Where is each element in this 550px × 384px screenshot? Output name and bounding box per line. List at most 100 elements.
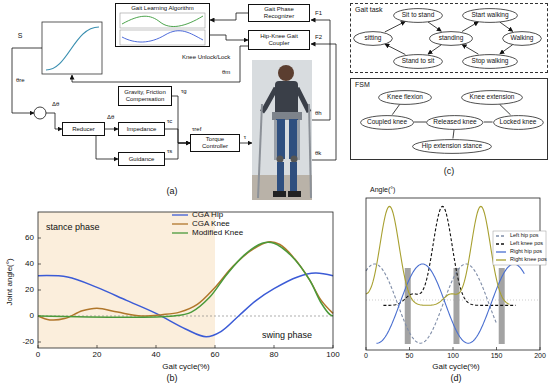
legend-text: Left knee pos — [510, 241, 543, 247]
legend-entry: Left hip pos — [496, 233, 538, 240]
tick-label: 20 — [93, 351, 102, 360]
ellipse-outline — [427, 115, 483, 129]
tick-label: 0 — [364, 352, 368, 360]
legend-line — [496, 235, 506, 236]
process-box: Guidance — [118, 152, 165, 166]
summing-junction — [34, 107, 46, 119]
legend-text: CGA Knee — [192, 220, 230, 228]
data-curve — [38, 273, 333, 337]
ellipse-outline — [430, 31, 473, 45]
tick-label: 50 — [406, 352, 414, 360]
tick — [97, 345, 98, 348]
signal-name: τref — [192, 126, 201, 133]
data-curve — [38, 242, 333, 320]
node-text: Guidance — [129, 156, 155, 163]
state-ellipse: Stop walking — [462, 54, 518, 69]
signal-name: θm — [222, 69, 230, 76]
state-ellipse: Locked knee — [493, 115, 544, 130]
arm — [297, 88, 309, 112]
signal-name: θre — [16, 77, 25, 84]
tick-label: -20 — [22, 338, 34, 347]
legend-entry: Right knee pos — [496, 257, 547, 264]
exo-knee — [277, 156, 284, 163]
tick-label: 200 — [534, 352, 546, 360]
tick — [38, 290, 41, 291]
axis-title: Angle(°) — [370, 186, 395, 194]
tick — [38, 238, 41, 239]
connector — [210, 13, 248, 20]
chart-d — [366, 198, 546, 350]
node-text: Knee extension — [470, 93, 515, 100]
ellipse-outline — [413, 139, 492, 153]
process-box: Impedance — [118, 122, 165, 136]
wire — [311, 44, 336, 160]
ellipse-outline — [394, 8, 443, 22]
node-text: Released knee — [433, 118, 476, 125]
legend-text: Modified Knee — [192, 229, 243, 237]
signal-name: τ — [244, 134, 246, 141]
tick-label: 80 — [270, 351, 279, 360]
connector — [165, 143, 190, 159]
tick-label: 40 — [152, 351, 161, 360]
legend-entry: Left knee pos — [496, 241, 543, 248]
node-text: Sit to stand — [402, 11, 435, 18]
connector — [414, 122, 426, 123]
connector — [462, 44, 478, 54]
ellipse-outline — [463, 54, 518, 68]
group-box: Gait tasksittingSit to standstandingStan… — [350, 3, 548, 73]
node-text: Stop walking — [472, 57, 509, 64]
phase-bar — [499, 268, 505, 344]
ellipse-outline — [493, 115, 543, 129]
panel-tag: (d) — [451, 374, 462, 384]
legend-line — [172, 230, 190, 236]
panel-tag: (b) — [167, 374, 178, 384]
exo-bar — [297, 120, 300, 160]
tick-label: 0 — [30, 312, 34, 321]
wire — [72, 46, 248, 82]
exo-knee — [291, 156, 298, 163]
connector — [500, 45, 513, 54]
plot-frame — [42, 22, 102, 74]
node-text: Walking — [511, 34, 534, 41]
tick — [215, 345, 216, 348]
signal-name: θh — [315, 110, 322, 117]
legend-line — [496, 249, 508, 255]
state-ellipse: sitting — [353, 31, 393, 46]
legend-entry: CGA Hip — [172, 210, 223, 220]
tick-label: 100 — [326, 351, 339, 360]
state-ellipse: Start walking — [462, 8, 518, 23]
connector — [428, 45, 441, 54]
tick-label: 40 — [25, 260, 34, 269]
legend-box — [493, 231, 546, 265]
tick — [496, 347, 497, 350]
connector — [453, 129, 454, 138]
legend-entry: Right hip pos — [496, 249, 542, 256]
state-ellipse: Sit to stand — [393, 8, 443, 23]
stance-shading — [38, 212, 215, 348]
state-ellipse: Walking — [502, 31, 542, 46]
node-text: Gait Phase Recognizer — [251, 6, 307, 19]
data-curve — [366, 206, 510, 305]
photo-ground — [252, 60, 312, 200]
shank — [290, 162, 297, 192]
signal-name: S — [18, 32, 23, 40]
group-title: Gait task — [355, 6, 383, 14]
legend-line — [172, 221, 190, 227]
mini-plot — [120, 13, 205, 28]
tick — [409, 347, 410, 350]
process-box: Gait Learning Algorithm — [115, 3, 210, 47]
node-text: Hip-Knee Gait Coupler — [251, 33, 307, 46]
wire — [12, 48, 42, 113]
tick — [156, 345, 157, 348]
legend-entry: CGA Knee — [172, 219, 230, 229]
signal-name: F1 — [315, 10, 322, 17]
chart-b — [38, 212, 333, 348]
state-ellipse: Knee flexion — [378, 90, 432, 105]
process-box: Gravity, Friction Compensation — [118, 86, 172, 106]
plot-frame — [38, 212, 333, 348]
node-text: Coupled knee — [367, 118, 407, 125]
node-text: standing — [439, 34, 464, 41]
connector — [96, 136, 118, 159]
